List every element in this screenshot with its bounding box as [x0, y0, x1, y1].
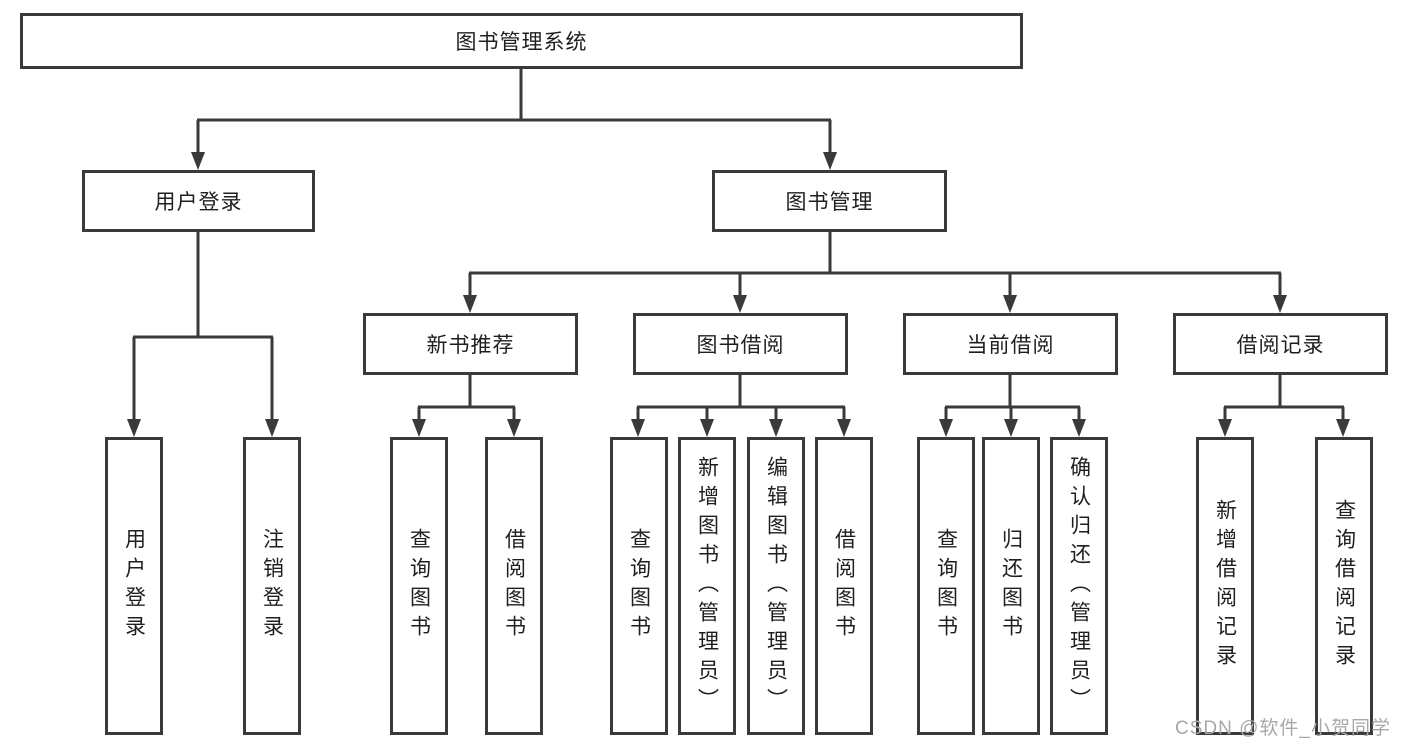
leaf-add-books-admin-label: 新增图书（管理员） [695, 455, 719, 717]
leaf-logout-label: 注销登录 [260, 528, 284, 644]
leaf-query-books-borrow-label: 查询图书 [627, 528, 651, 644]
leaf-add-borrow-record-label: 新增借阅记录 [1213, 499, 1237, 673]
leaf-query-books-borrow: 查询图书 [610, 437, 668, 735]
node-book-management: 图书管理 [712, 170, 947, 232]
leaf-query-books-recommend: 查询图书 [390, 437, 448, 735]
leaf-query-borrow-record: 查询借阅记录 [1315, 437, 1373, 735]
leaf-edit-books-admin: 编辑图书（管理员） [747, 437, 805, 735]
leaf-add-borrow-record: 新增借阅记录 [1196, 437, 1254, 735]
leaf-return-books: 归还图书 [982, 437, 1040, 735]
leaf-query-borrow-record-label: 查询借阅记录 [1332, 499, 1356, 673]
node-borrow-records: 借阅记录 [1173, 313, 1388, 375]
leaf-edit-books-admin-label: 编辑图书（管理员） [764, 455, 788, 717]
leaf-user-login: 用户登录 [105, 437, 163, 735]
leaf-query-books-recommend-label: 查询图书 [407, 528, 431, 644]
node-book-borrow-label: 图书借阅 [696, 334, 785, 357]
csdn-watermark: CSDN @软件_小贺同学 [1175, 718, 1391, 739]
node-book-management-label: 图书管理 [785, 191, 874, 214]
connector-segments [132, 69, 1345, 422]
node-borrow-records-label: 借阅记录 [1236, 334, 1325, 357]
node-new-book-recommend-label: 新书推荐 [426, 334, 515, 357]
node-library-system: 图书管理系统 [20, 13, 1023, 69]
leaf-user-login-label: 用户登录 [122, 528, 146, 644]
node-library-system-label: 图书管理系统 [455, 31, 588, 54]
arrowheads [127, 152, 1350, 437]
leaf-borrow-books: 借阅图书 [815, 437, 873, 735]
leaf-borrow-books-recommend-label: 借阅图书 [502, 528, 526, 644]
leaf-confirm-return-admin-label: 确认归还（管理员） [1067, 455, 1091, 717]
leaf-add-books-admin: 新增图书（管理员） [678, 437, 736, 735]
node-new-book-recommend: 新书推荐 [363, 313, 578, 375]
node-user-login-label: 用户登录 [154, 191, 243, 214]
leaf-query-books-current: 查询图书 [917, 437, 975, 735]
leaf-return-books-label: 归还图书 [999, 528, 1023, 644]
node-user-login: 用户登录 [82, 170, 315, 232]
node-book-borrow: 图书借阅 [633, 313, 848, 375]
node-current-borrow: 当前借阅 [903, 313, 1118, 375]
leaf-logout: 注销登录 [243, 437, 301, 735]
node-current-borrow-label: 当前借阅 [966, 334, 1055, 357]
leaf-query-books-current-label: 查询图书 [934, 528, 958, 644]
leaf-confirm-return-admin: 确认归还（管理员） [1050, 437, 1108, 735]
leaf-borrow-books-label: 借阅图书 [832, 528, 856, 644]
leaf-borrow-books-recommend: 借阅图书 [485, 437, 543, 735]
